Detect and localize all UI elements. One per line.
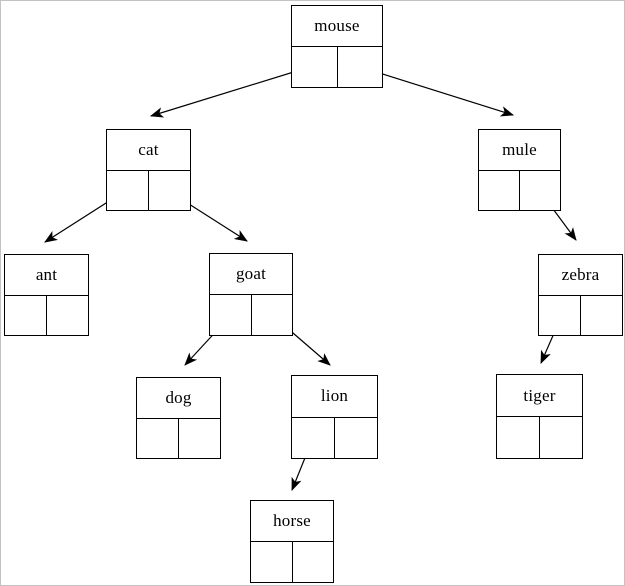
pointer-cells (5, 295, 88, 336)
right-pointer-cell (252, 295, 293, 335)
left-pointer-cell (137, 418, 179, 458)
tree-node-cat: cat (106, 129, 191, 211)
node-label: mouse (292, 6, 382, 47)
node-label: cat (107, 130, 190, 171)
tree-node-mule: mule (478, 129, 561, 211)
pointer-cells (137, 418, 220, 459)
pointer-cells (251, 542, 333, 582)
tree-node-mouse: mouse (291, 5, 383, 88)
pointer-cells (292, 417, 377, 459)
left-pointer-cell (497, 417, 540, 458)
pointer-cells (292, 47, 382, 87)
tree-node-horse: horse (250, 500, 334, 583)
pointer-cells (210, 295, 292, 335)
tree-node-zebra: zebra (538, 254, 623, 336)
node-label: tiger (497, 375, 582, 417)
node-label: mule (479, 130, 560, 171)
right-pointer-cell (149, 171, 190, 211)
right-pointer-cell (293, 542, 334, 582)
left-pointer-cell (210, 295, 252, 335)
right-pointer-cell (335, 418, 377, 459)
node-label: horse (251, 501, 333, 542)
right-pointer-cell (338, 47, 383, 87)
tree-node-ant: ant (4, 254, 89, 336)
left-pointer-cell (107, 170, 149, 210)
edge-arrow-mouse-cat (149, 65, 314, 118)
right-pointer-cell (47, 296, 88, 336)
right-pointer-cell (520, 171, 560, 211)
node-label: ant (5, 255, 88, 296)
pointer-cells (107, 170, 190, 211)
tree-node-goat: goat (209, 253, 293, 336)
left-pointer-cell (292, 47, 338, 87)
left-pointer-cell (539, 295, 581, 335)
pointer-cells (479, 170, 560, 211)
pointer-cells (539, 295, 622, 336)
left-pointer-cell (292, 417, 335, 458)
left-pointer-cell (479, 170, 520, 210)
right-pointer-cell (179, 419, 220, 459)
right-pointer-cell (540, 417, 582, 458)
right-pointer-cell (581, 296, 622, 336)
tree-node-dog: dog (136, 377, 221, 459)
left-pointer-cell (5, 295, 47, 335)
tree-node-lion: lion (291, 375, 378, 459)
node-label: dog (137, 378, 220, 419)
left-pointer-cell (251, 542, 293, 582)
tree-node-tiger: tiger (496, 374, 583, 459)
node-label: zebra (539, 255, 622, 296)
node-label: goat (210, 254, 292, 295)
node-label: lion (292, 376, 377, 418)
pointer-cells (497, 417, 582, 458)
